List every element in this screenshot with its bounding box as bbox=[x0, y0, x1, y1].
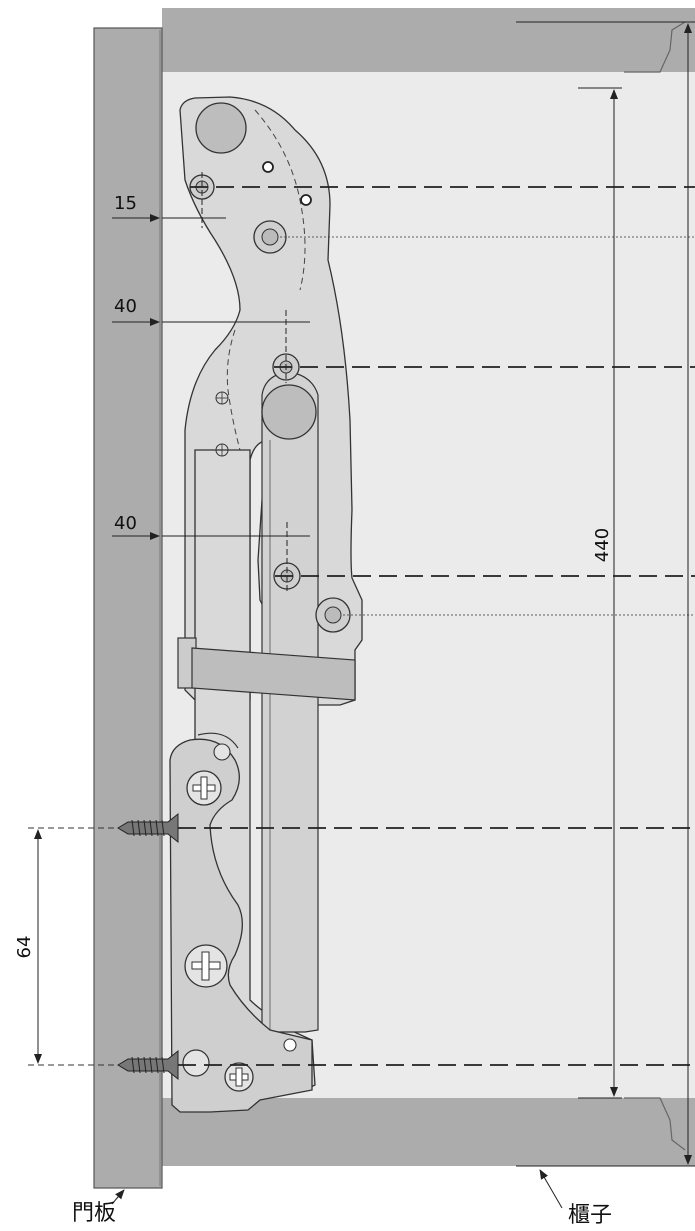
cabinet-label: 櫃子 bbox=[568, 1203, 612, 1226]
dim-40-upper-label: 40 bbox=[114, 296, 137, 317]
cabinet-top-panel bbox=[162, 8, 695, 72]
door-panel-label: 門板 bbox=[72, 1201, 116, 1226]
dimension-64: 64 bbox=[14, 829, 42, 1064]
hinge-mechanism bbox=[169, 96, 363, 1113]
dimension-total-height bbox=[516, 21, 695, 1167]
dimension-15: 15 bbox=[112, 193, 226, 222]
phillips-screw-upper bbox=[186, 770, 222, 806]
reference-lines bbox=[28, 172, 695, 1066]
dim-440-label: 440 bbox=[592, 528, 613, 562]
dimension-40-lower: 40 bbox=[112, 513, 310, 540]
cabinet-bottom-panel bbox=[162, 1098, 695, 1166]
dim-15-label: 15 bbox=[114, 193, 137, 214]
dimension-440: 440 bbox=[578, 87, 622, 1099]
dim-64-label: 64 bbox=[14, 936, 35, 959]
cabinet-callout: 櫃子 bbox=[539, 1169, 612, 1228]
dimension-40-upper: 40 bbox=[112, 296, 310, 326]
phillips-screw-lower bbox=[224, 1062, 254, 1092]
dim-40-lower-label: 40 bbox=[114, 513, 137, 534]
door-panel-callout: 門板 bbox=[72, 1189, 125, 1226]
phillips-screw-middle bbox=[184, 944, 228, 988]
hinge-pivot-large-hole bbox=[195, 102, 247, 154]
